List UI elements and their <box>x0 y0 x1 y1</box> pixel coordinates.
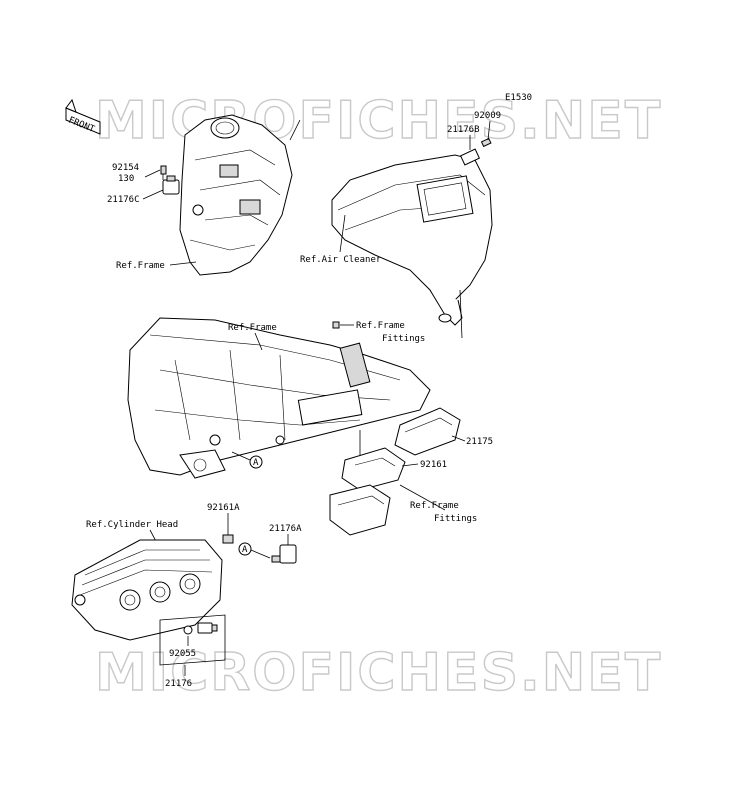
label-ref-frame-top: Ref.Frame <box>116 261 165 271</box>
callout-a-label-1: A <box>253 458 259 468</box>
cylinder-head <box>71 539 223 641</box>
label-ref-frame-fittings-1b: Fittings <box>382 334 425 344</box>
label-92161a: 92161A <box>207 503 240 513</box>
label-130: 130 <box>118 174 134 184</box>
label-92161: 92161 <box>420 460 447 470</box>
frame-fittings-lower <box>329 484 391 536</box>
sensor-21176b-icon <box>459 137 492 166</box>
sensor-21176a-icon <box>271 544 297 564</box>
sensor-21176-icon <box>183 622 218 635</box>
air-cleaner <box>331 154 493 339</box>
callout-a-lower <box>238 542 252 556</box>
bracket-92161 <box>341 447 406 491</box>
bolt-92154-icon <box>160 165 167 180</box>
sensor-21176c-icon <box>162 175 204 216</box>
callout-a-label-2: A <box>242 545 248 555</box>
main-frame <box>127 317 431 479</box>
frame-upper-left <box>179 114 301 276</box>
label-ref-air-cleaner: Ref.Air Cleaner <box>300 255 382 265</box>
label-92009: 92009 <box>474 111 501 121</box>
watermark-bottom: MICROFICHES.NET <box>95 643 662 703</box>
bolt-92161a-icon <box>222 534 234 544</box>
watermark-top: MICROFICHES.NET <box>95 91 662 151</box>
label-92154: 92154 <box>112 163 139 173</box>
label-ref-frame-fittings-2a: Ref.Frame <box>410 501 459 511</box>
label-21175: 21175 <box>466 437 493 447</box>
fitting-bolt-icon <box>332 321 340 329</box>
label-21176b: 21176B <box>447 125 480 135</box>
label-21176: 21176 <box>165 679 192 689</box>
label-92055: 92055 <box>169 649 196 659</box>
callout-a-frame <box>249 455 263 469</box>
label-ref-frame-fittings-1a: Ref.Frame <box>356 321 405 331</box>
ecu-21175 <box>394 407 461 456</box>
label-ref-frame-mid: Ref.Frame <box>228 323 277 333</box>
label-ref-frame-fittings-2b: Fittings <box>434 514 477 524</box>
diagram-code: E1530 <box>505 93 532 103</box>
label-21176c: 21176C <box>107 195 140 205</box>
label-21176a: 21176A <box>269 524 302 534</box>
label-ref-cylinder-head: Ref.Cylinder Head <box>86 520 178 530</box>
